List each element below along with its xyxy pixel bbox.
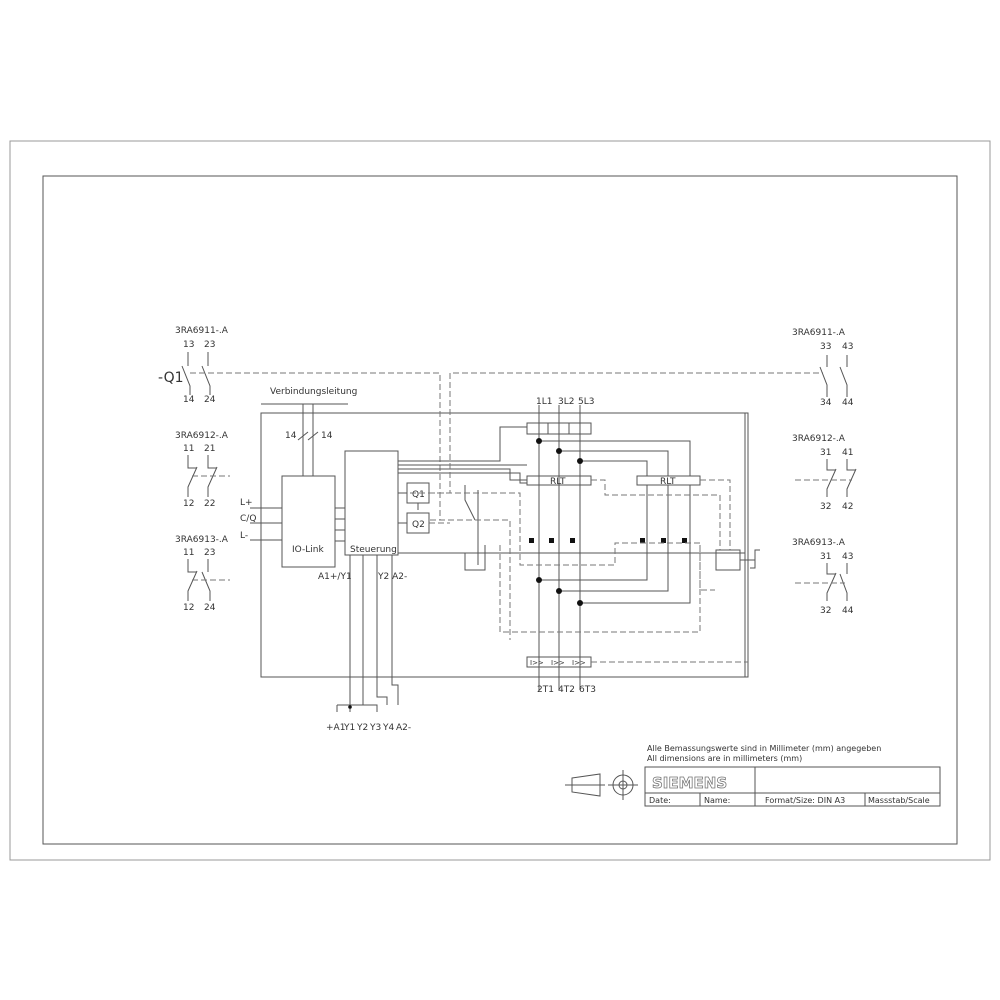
phase-label: 5L3 — [578, 397, 594, 407]
contact-type: 3RA6913-.A — [792, 538, 846, 548]
overload-label: I>> — [572, 659, 586, 667]
terminal-label: 44 — [842, 606, 854, 616]
terminal-label: Y2 — [356, 723, 368, 733]
terminal-label: 11 — [183, 548, 194, 558]
control-block — [344, 450, 399, 556]
terminal-label: 14 — [183, 395, 195, 405]
left-contact-q1: 3RA6911-.A 13 23 -Q1 14 24 — [158, 326, 441, 520]
terminal-label: 12 — [183, 499, 194, 509]
left-contact-mixed: 3RA6913-.A 11 23 12 24 — [175, 535, 230, 613]
contact-type: 3RA6912-.A — [792, 434, 846, 444]
terminal-label: A2- — [396, 723, 411, 733]
device-outline — [260, 412, 749, 678]
contact-type: 3RA6911-.A — [175, 326, 229, 336]
terminal-label: 13 — [183, 340, 194, 350]
terminal-label: Y1 — [343, 723, 355, 733]
left-contact-nc: 3RA6912-.A 11 21 12 22 — [175, 431, 230, 509]
terminal-label: 23 — [204, 340, 215, 350]
control-label: Steuerung — [350, 545, 397, 555]
terminal-strip: +A1 Y1 Y2 Y3 Y4 A2- — [326, 723, 411, 733]
fuse-block — [526, 422, 592, 435]
note-en: All dimensions are in millimeters (mm) — [647, 754, 802, 763]
io-link-label: IO-Link — [292, 545, 324, 555]
terminal-label: 22 — [204, 499, 215, 509]
pin-label: C/Q — [240, 514, 256, 524]
contact-type: 3RA6913-.A — [175, 535, 229, 545]
name-field: Name: — [704, 796, 730, 805]
right-contact-mixed: 3RA6913-.A 31 43 32 44 — [792, 538, 854, 616]
terminal-label: 23 — [204, 548, 215, 558]
relay-label: RLT — [550, 477, 566, 487]
terminal-label: 11 — [183, 444, 194, 454]
terminal-label: 42 — [842, 502, 853, 512]
phase-label: 6T3 — [579, 685, 596, 695]
phase-label: 3L2 — [558, 397, 574, 407]
right-contact-no: 3RA6911-.A 33 43 34 44 — [792, 328, 854, 408]
relay-label: RLT — [660, 477, 676, 487]
device-label: -Q1 — [158, 370, 184, 386]
terminal-label: 31 — [820, 448, 831, 458]
control-pin-label: A1+/Y1 — [318, 572, 352, 582]
phase-label: 1L1 — [536, 397, 552, 407]
terminal-label: 33 — [820, 342, 831, 352]
terminal-label: 41 — [842, 448, 853, 458]
brand-logo: SIEMENS — [652, 774, 727, 792]
terminal-label: 32 — [820, 502, 831, 512]
projection-symbol — [565, 770, 638, 800]
terminal-label: 43 — [842, 342, 853, 352]
terminal-label: 24 — [204, 603, 216, 613]
title-block: SIEMENS Date: Name: Format/Size: DIN A3 … — [644, 766, 941, 807]
date-field: Date: — [649, 796, 671, 805]
terminal-label: Y4 — [382, 723, 394, 733]
output-label: Q2 — [412, 520, 425, 530]
phase-label: 2T1 — [537, 685, 554, 695]
contact-type: 3RA6912-.A — [175, 431, 229, 441]
terminal-label: Y3 — [369, 723, 381, 733]
pin-label: L+ — [240, 498, 253, 508]
overload-label: I>> — [551, 659, 565, 667]
terminal-label: 24 — [204, 395, 216, 405]
contact-type: 3RA6911-.A — [792, 328, 846, 338]
terminal-label: 32 — [820, 606, 831, 616]
inner-frame — [42, 175, 958, 845]
terminal-label: 34 — [820, 398, 832, 408]
cable-label: 14 — [321, 431, 333, 441]
outer-frame — [9, 140, 991, 861]
overload-label: I>> — [530, 659, 544, 667]
right-contact-nc: 3RA6912-.A 31 41 32 42 — [792, 434, 857, 512]
format-field: Format/Size: DIN A3 — [765, 796, 845, 805]
terminal-label: 31 — [820, 552, 831, 562]
terminal-label: 43 — [842, 552, 853, 562]
connection-label: Verbindungsleitung — [270, 387, 357, 397]
io-link-block — [281, 475, 336, 568]
phase-label: 4T2 — [558, 685, 575, 695]
note-de: Alle Bemassungswerte sind in Millimeter … — [647, 744, 881, 753]
terminal-label: +A1 — [326, 723, 345, 733]
cable-label: 14 — [285, 431, 297, 441]
scale-field: Massstab/Scale — [868, 796, 930, 805]
terminal-label: 21 — [204, 444, 215, 454]
terminal-label: 12 — [183, 603, 194, 613]
output-label: Q1 — [412, 490, 425, 500]
terminal-label: 44 — [842, 398, 854, 408]
pin-label: L- — [240, 531, 248, 541]
